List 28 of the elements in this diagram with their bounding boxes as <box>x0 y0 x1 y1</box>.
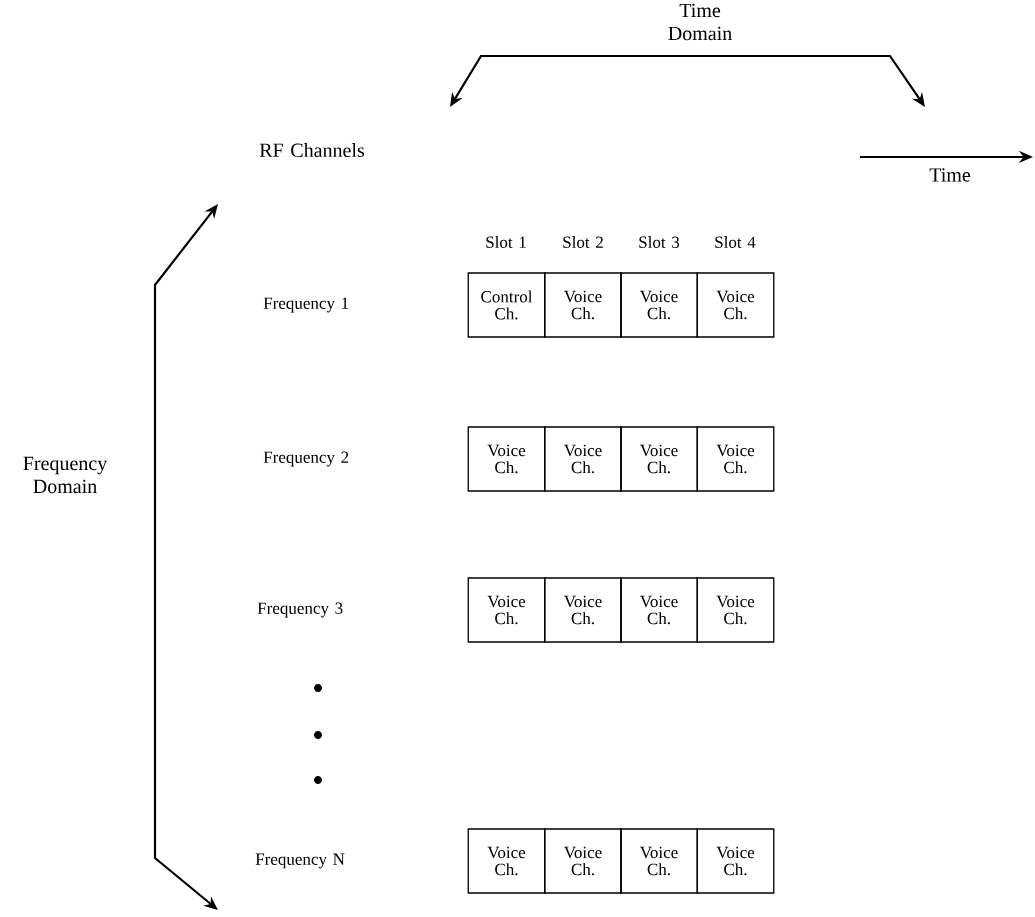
axis-title: Frequency Domain <box>23 456 108 494</box>
channel-cell: Voice Ch. <box>467 577 546 643</box>
column-header: Slot 1 <box>486 236 526 248</box>
channel-cell: Voice Ch. <box>467 426 546 492</box>
channel-cell: Voice Ch. <box>620 828 698 894</box>
channel-cell: Voice Ch. <box>544 577 622 643</box>
channel-cell: Voice Ch. <box>467 828 546 894</box>
column-header: Slot 4 <box>715 236 756 248</box>
channel-cell: Voice Ch. <box>544 426 622 492</box>
row-label: Frequency 3 <box>257 602 343 618</box>
row-label: Frequency 2 <box>263 451 349 467</box>
row-label: Frequency N <box>255 853 345 869</box>
channel-cell: Voice Ch. <box>544 272 622 338</box>
channel-cell: Voice Ch. <box>544 828 622 894</box>
channel-cell: Voice Ch. <box>696 577 775 643</box>
axis-title: Time Domain <box>668 3 732 41</box>
channel-cell: Voice Ch. <box>696 272 775 338</box>
channel-cell: Voice Ch. <box>620 426 698 492</box>
channel-cell: Voice Ch. <box>696 426 775 492</box>
row-label: Frequency 1 <box>263 297 349 313</box>
channel-cell: Control Ch. <box>467 272 546 338</box>
column-header: Slot 3 <box>639 236 680 248</box>
channel-cell: Voice Ch. <box>620 577 698 643</box>
axis-label: Time <box>929 168 971 182</box>
column-header: Slot 2 <box>563 236 603 248</box>
channel-cell: Voice Ch. <box>696 828 775 894</box>
channel-cell: Voice Ch. <box>620 272 698 338</box>
axis-title: RF Channels <box>259 142 365 158</box>
